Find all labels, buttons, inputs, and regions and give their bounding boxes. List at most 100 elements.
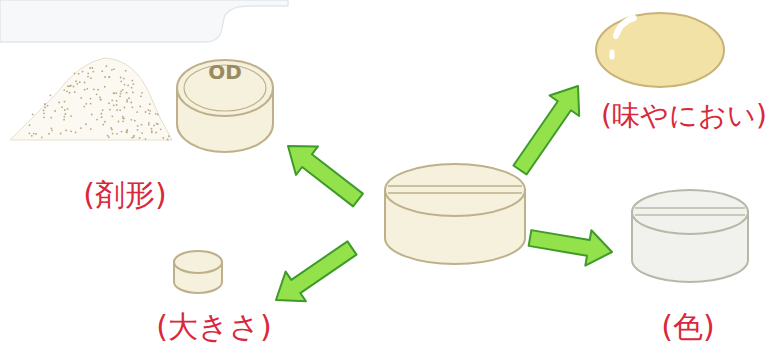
powder-grain [149,110,151,112]
powder-grain [83,106,85,108]
powder-grain [145,138,147,140]
powder-grain [75,80,77,82]
powder-grain [116,133,118,135]
powder-grain [29,124,31,126]
powder-grain [100,99,102,101]
green-arrow [276,241,357,301]
powder-grain [104,121,106,123]
powder-grain [118,121,120,123]
powder-grain [64,109,66,111]
powder-grain [101,116,103,118]
powder-grain [139,106,141,108]
category-label: (剤形) [83,178,166,211]
powder-grain [126,130,128,132]
powder-grain [139,137,141,139]
powder-grain [44,103,46,105]
powder-grain [85,103,87,105]
powder-grain [123,118,125,120]
powder-grain [133,136,135,138]
powder-grain [44,103,46,105]
powder-grain [122,89,124,91]
powder-grain [75,132,77,134]
powder-grain [149,113,151,115]
powder-grain [116,104,118,106]
powder-grain [101,70,103,72]
powder-grain [67,85,69,87]
powder-grain [100,113,102,115]
powder-grain [31,135,33,137]
powder-grain [50,95,52,97]
tablet-top [174,251,222,273]
powder-grain [69,92,71,94]
powder-grain [90,103,92,105]
powder-grain [108,136,110,138]
powder-grain [63,119,65,121]
powder-grain [116,109,118,111]
powder-grain [29,132,31,134]
powder-grain [32,114,34,116]
powder-grain [69,85,71,87]
powder-grain [87,76,89,78]
powder-mound [10,58,172,140]
powder-grain [84,89,86,91]
powder-grain [70,115,72,117]
powder-grain [78,73,80,75]
powder-grain [76,83,78,85]
powder-grain [160,128,162,130]
powder-grain [66,90,68,92]
powder-grain [51,129,53,131]
powder-grain [100,99,102,101]
capsule-highlight [610,52,615,57]
powder-grain [119,95,121,97]
powder-grain [126,132,128,134]
powder-grain [90,128,92,130]
powder-grain [102,109,104,111]
powder-grain [50,127,52,129]
powder-pile [10,58,172,140]
powder-grain [44,107,46,109]
powder-grain [110,127,112,129]
powder-grain [43,116,45,118]
powder-grain [97,89,99,91]
powder-grain [84,82,86,84]
tablet-top [385,164,525,216]
powder-grain [120,90,122,92]
powder-grain [120,93,122,95]
powder-grain [43,112,45,114]
powder-grain [93,89,95,91]
powder-grain [82,71,84,73]
powder-grain [167,139,169,141]
powder-grain [109,76,111,78]
powder-grain [33,133,35,135]
powder-grain [112,133,114,135]
powder-grain [64,101,66,103]
powder-grain [63,116,65,118]
powder-grain [149,103,151,105]
powder-grain [113,92,115,94]
powder-grain [137,129,139,131]
powder-grain [122,116,124,118]
powder-grain [67,108,69,110]
capsule-highlight [616,18,634,36]
powder-grain [43,110,45,112]
powder-grain [121,131,123,133]
powder-grain [131,80,133,82]
powder-grain [35,133,37,135]
powder-grain [108,76,110,78]
powder-grain [96,93,98,95]
powder-grain [126,99,128,101]
powder-grain [130,102,132,104]
tablet-top [632,190,748,234]
powder-grain [130,119,132,121]
powder-grain [119,109,121,111]
powder-grain [126,92,128,94]
powder-grain [91,67,93,69]
powder-grain [168,135,170,137]
powder-grain [89,67,91,69]
page-corner [0,0,288,42]
score-line [635,214,745,216]
powder-grain [122,117,124,119]
powder-grain [74,91,76,93]
powder-grain [48,133,50,135]
powder-grain [115,92,117,94]
